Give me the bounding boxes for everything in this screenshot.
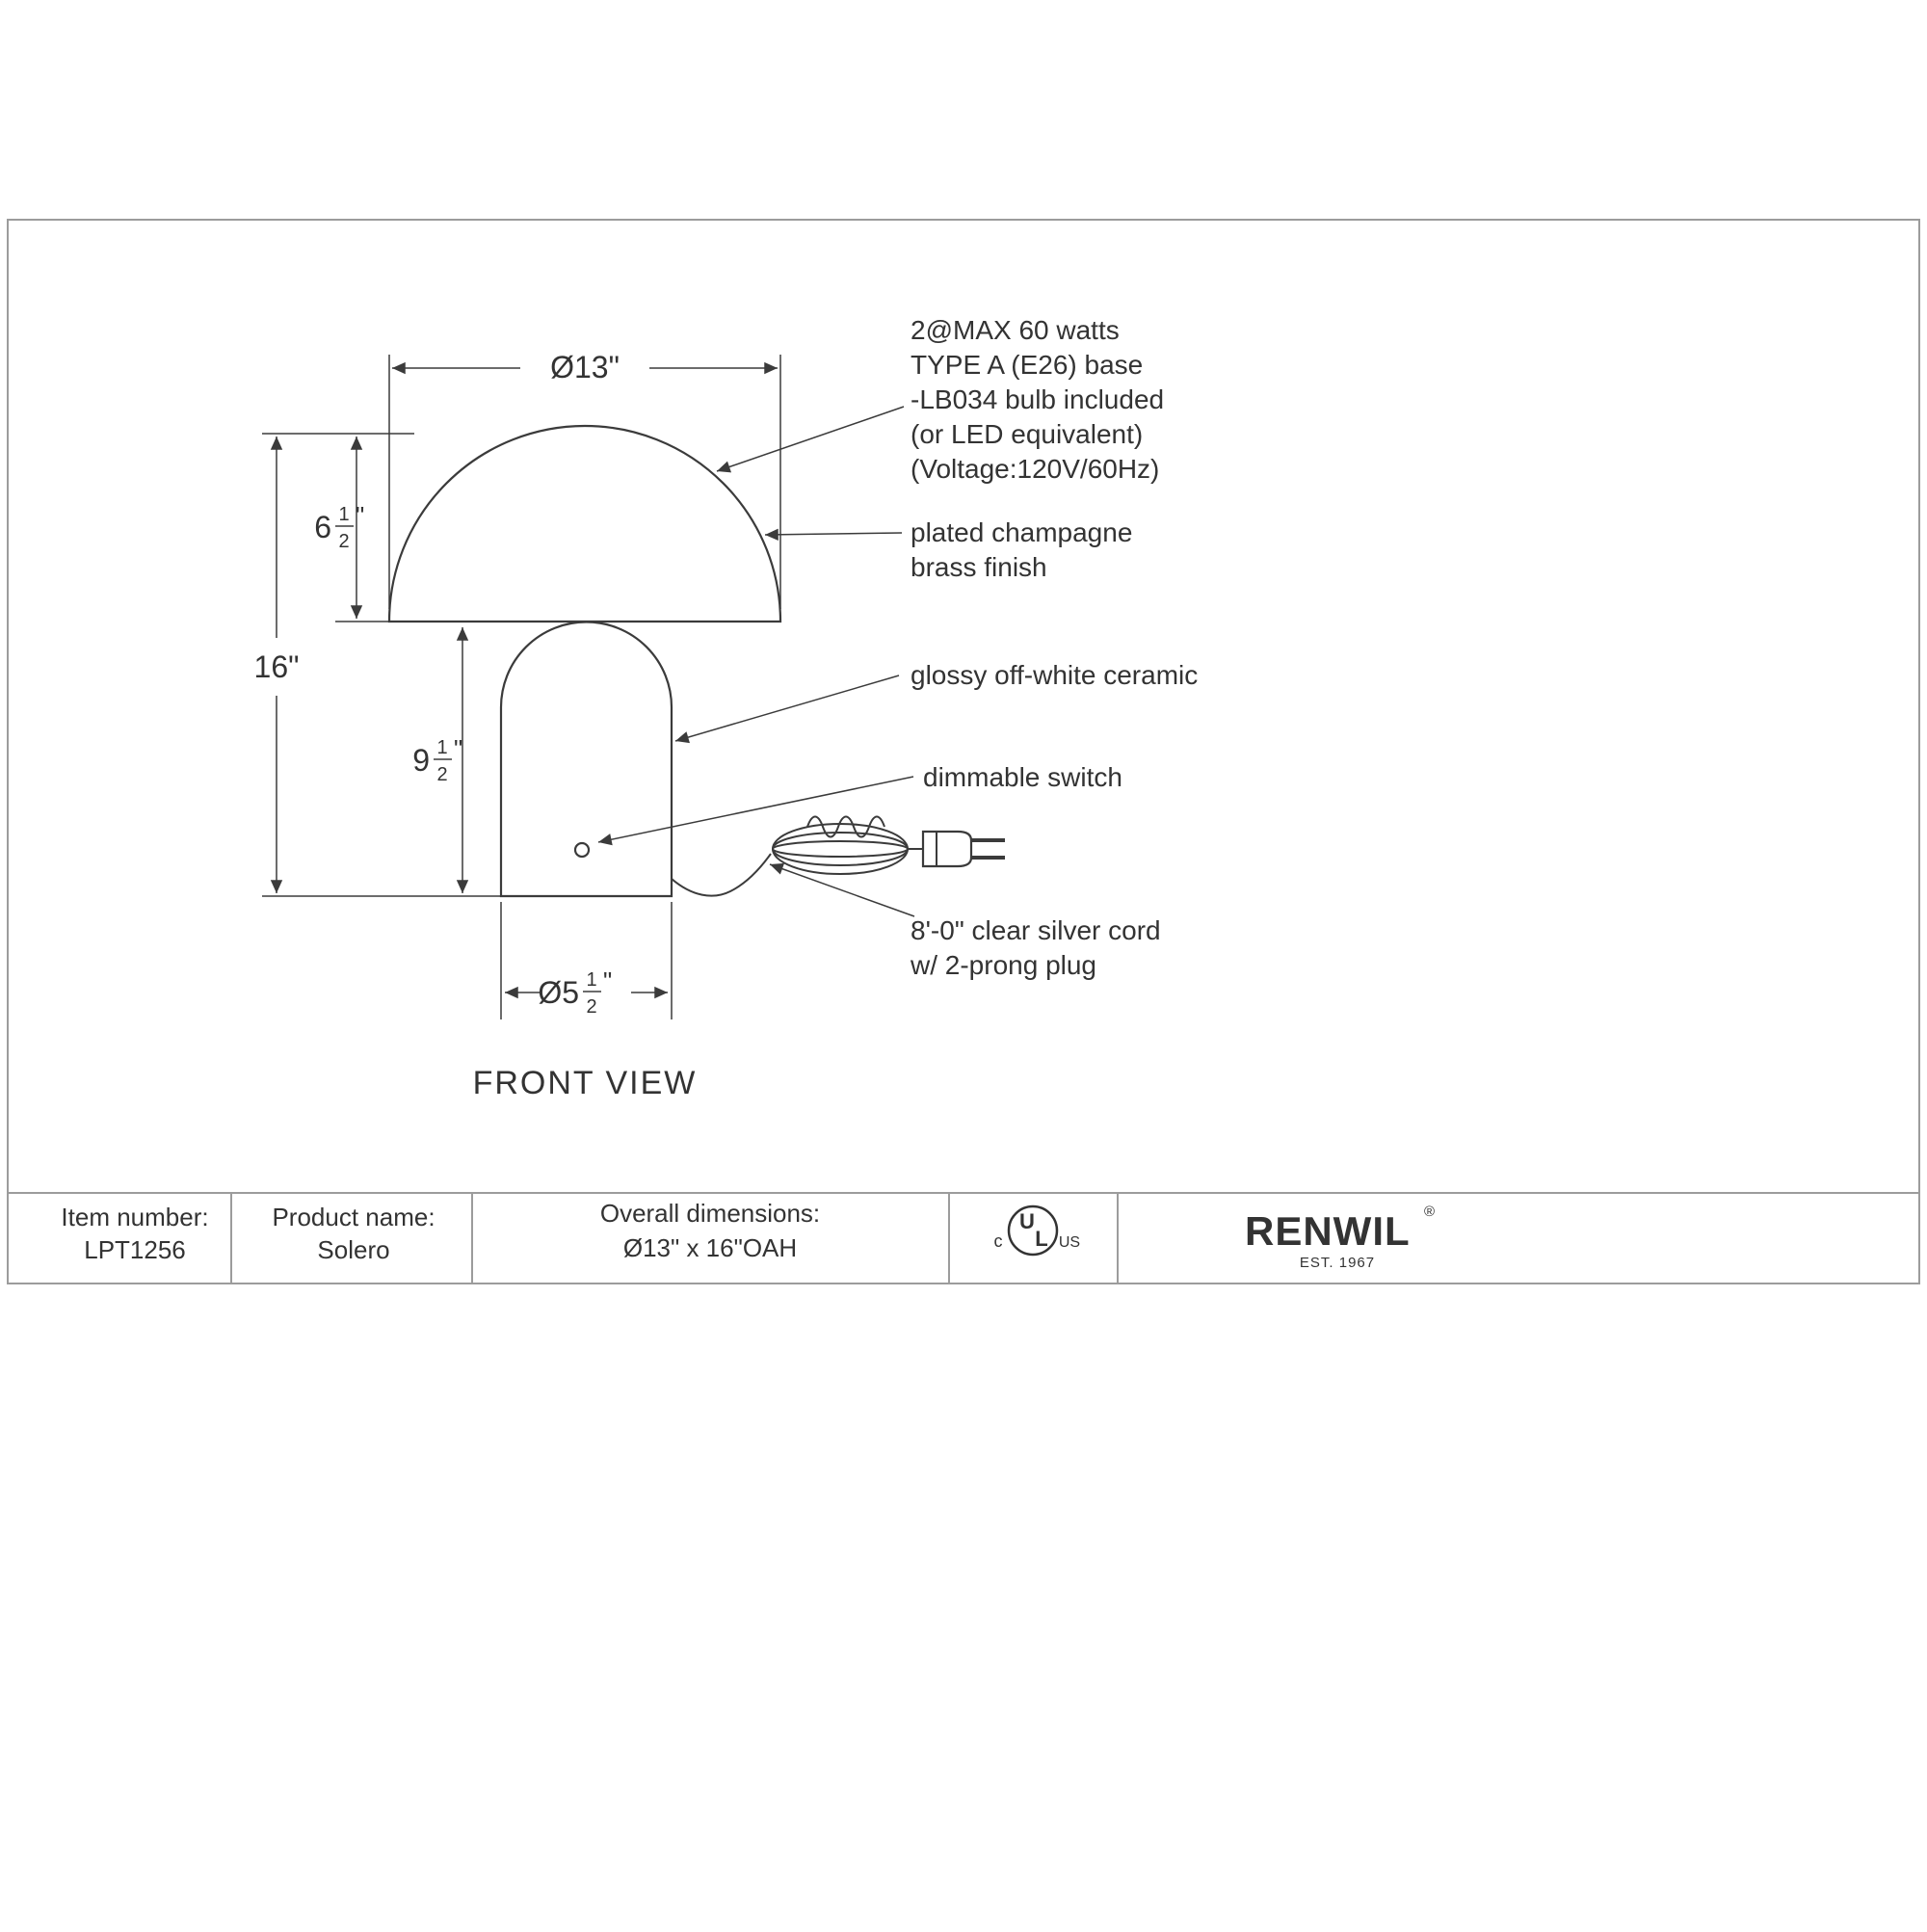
dim-body-height-unit: " [454, 734, 462, 763]
dim-text-overall-height: 16" [254, 649, 300, 684]
ul-letter-u: U [1019, 1209, 1035, 1233]
cord-coil-wrap [806, 815, 885, 838]
dim-shade-height: 6 1 2 " [314, 437, 389, 622]
ul-letter-l: L [1035, 1227, 1047, 1251]
leader-line-switch [597, 776, 914, 846]
ul-letters-us: US [1059, 1234, 1080, 1251]
dim-overall-height: 16" [254, 433, 501, 897]
dim-body-height-denominator: 2 [436, 764, 447, 785]
dim-shade-height-numerator: 1 [338, 504, 349, 525]
dimensions: Ø13" 16" 6 1 2 " 9 1 2 " [254, 350, 781, 1019]
dim-base-diameter-denominator: 2 [586, 996, 596, 1018]
annotation-bulb-line3: -LB034 bulb included [911, 384, 1164, 414]
dim-base-diameter-unit: " [603, 966, 612, 995]
brand-established: EST. 1967 [1300, 1255, 1375, 1271]
product-name-label: Product name: [272, 1203, 435, 1231]
power-cord [671, 853, 772, 897]
dim-shade-height-whole: 6 [314, 510, 331, 544]
annotation-cord-line1: 8'-0" clear silver cord [911, 915, 1161, 945]
annotation-bulb-line1: 2@MAX 60 watts [911, 315, 1120, 345]
annotation-bulb-line4: (or LED equivalent) [911, 419, 1143, 449]
item-number-value: LPT1256 [84, 1235, 186, 1264]
dim-shade-height-denominator: 2 [338, 531, 349, 552]
cord-coil-loop-inner [772, 840, 909, 858]
leader-line-bulb [716, 406, 905, 473]
dim-shade-height-unit: " [356, 501, 364, 530]
annotation-finish-line2: brass finish [911, 552, 1047, 582]
drawing-frame [7, 219, 1920, 1284]
cord-coil-loop-outer [772, 823, 909, 875]
overall-dimensions-value: Ø13" x 16"OAH [623, 1233, 797, 1262]
title-block: Item number: LPT1256 Product name: Soler… [61, 1199, 1435, 1271]
annotation-finish-line1: plated champagne [911, 517, 1132, 547]
leader-line-ceramic [674, 675, 900, 744]
ul-letter-c: c [994, 1231, 1003, 1251]
dim-shade-diameter: Ø13" [388, 350, 781, 609]
annotations: 2@MAX 60 watts TYPE A (E26) base -LB034 … [473, 315, 1199, 1101]
lamp-drawing [387, 424, 1005, 898]
view-label: FRONT VIEW [473, 1065, 698, 1101]
plug-body [921, 830, 973, 868]
dim-base-diameter: Ø5 1 2 " [500, 902, 673, 1019]
cord-coil-loop-middle [772, 832, 909, 866]
ul-certification-icon: U L c US [994, 1204, 1080, 1257]
annotation-cord-line2: w/ 2-prong plug [910, 950, 1096, 980]
ul-circle [1007, 1204, 1059, 1257]
plug [921, 830, 1005, 868]
dim-body-height: 9 1 2 " [412, 627, 469, 893]
dim-text-shade-diameter: Ø13" [550, 350, 620, 384]
dim-body-height-whole: 9 [412, 743, 430, 778]
registered-mark: ® [1424, 1204, 1435, 1220]
dim-base-diameter-numerator: 1 [586, 969, 596, 991]
brand-logo: RENWIL ® EST. 1967 [1245, 1204, 1435, 1271]
sheet-border [7, 219, 1920, 1284]
lamp-shade-outline [387, 424, 782, 623]
leader-line-finish [764, 528, 903, 541]
dim-body-height-numerator: 1 [436, 737, 447, 758]
annotation-material: glossy off-white ceramic [911, 660, 1198, 690]
dimmer-switch-dot [573, 841, 591, 859]
annotation-bulb-line2: TYPE A (E26) base [911, 350, 1143, 380]
dim-base-diameter-whole: Ø5 [538, 975, 579, 1010]
product-name-value: Solero [317, 1235, 389, 1264]
overall-dimensions-label: Overall dimensions: [600, 1199, 820, 1228]
item-number-label: Item number: [61, 1203, 208, 1231]
annotation-bulb-line5: (Voltage:120V/60Hz) [911, 454, 1159, 484]
brand-name: RENWIL [1245, 1208, 1411, 1254]
leader-line-cord [769, 862, 915, 917]
annotation-switch: dimmable switch [923, 762, 1122, 792]
cord-coil [772, 815, 909, 875]
